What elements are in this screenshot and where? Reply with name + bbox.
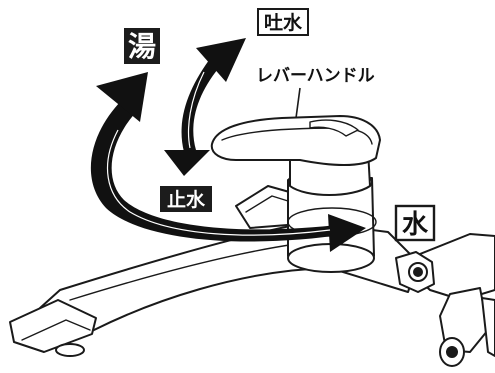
arrow-highlights: [106, 71, 331, 236]
elbow-lower: [439, 287, 489, 353]
stop-label: 止水: [167, 189, 206, 211]
stop-badge: [160, 186, 212, 212]
hot-arrowhead: [96, 72, 148, 122]
cold-label: 水: [402, 210, 429, 240]
spout-outlet: [55, 343, 85, 357]
lever-handle-shape: [210, 115, 381, 166]
lever-handle-label: レバーハンドル: [256, 66, 375, 86]
cold-badge: [394, 204, 436, 242]
discharge-badge: [257, 8, 309, 36]
lever-leader-line: [295, 87, 301, 119]
hot-label: 湯: [128, 30, 156, 63]
hot-cold-arrow-body: [90, 96, 348, 242]
discharge-label: 吐水: [264, 12, 303, 34]
discharge-stop-arrow-body: [181, 56, 222, 152]
hot-badge: [124, 28, 160, 64]
discharge-arrowhead: [196, 38, 246, 82]
arrows: [90, 38, 366, 252]
cold-arrowhead: [328, 214, 366, 252]
stop-arrowhead: [164, 150, 210, 176]
